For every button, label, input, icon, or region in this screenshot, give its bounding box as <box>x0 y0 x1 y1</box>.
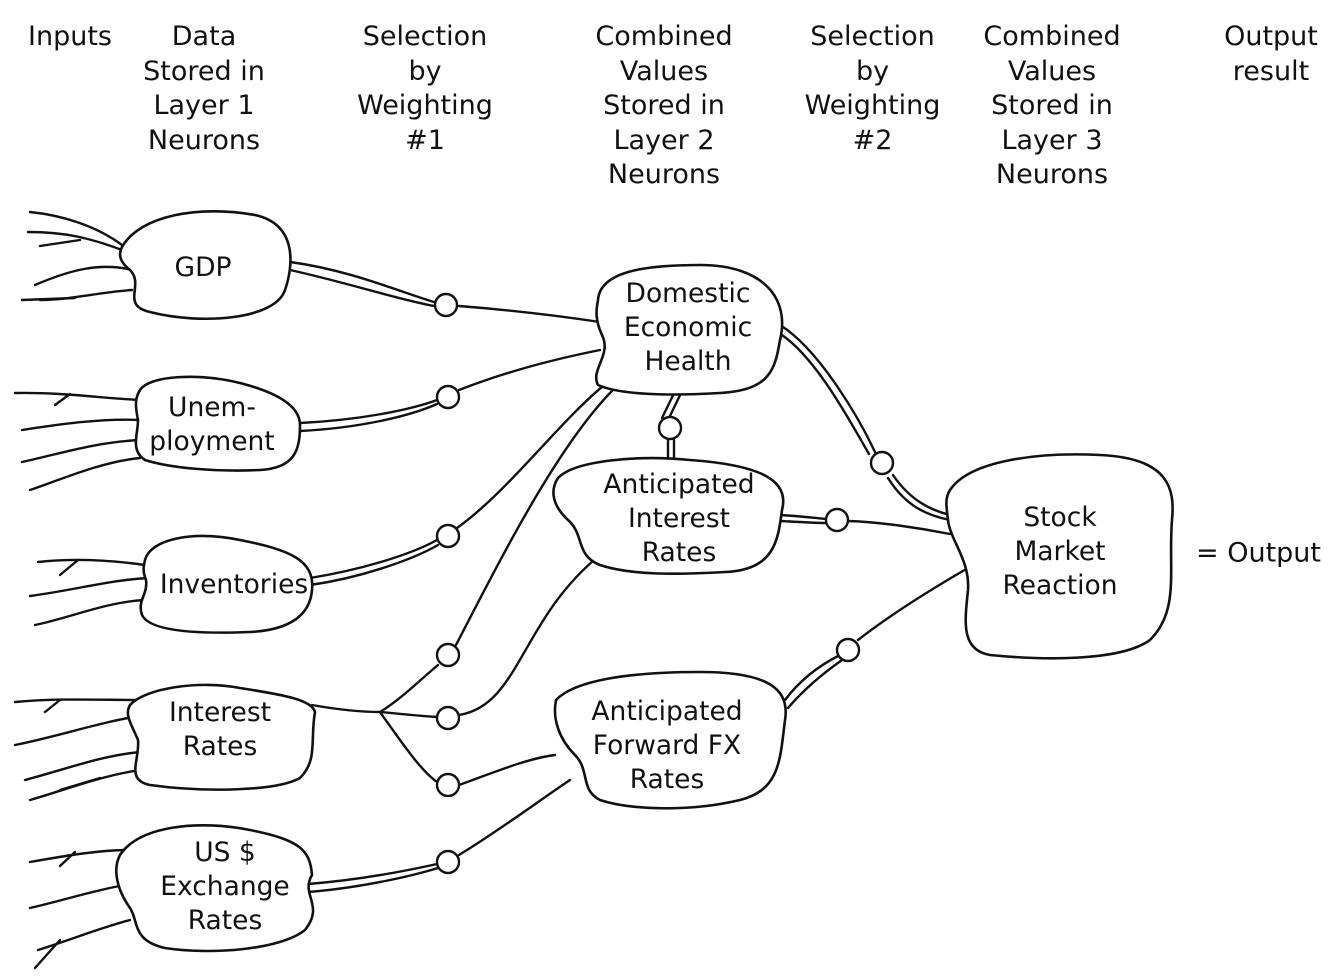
synapses <box>433 292 895 875</box>
neuron-unemployment: Unem- ployment <box>149 392 275 457</box>
neuron-interest-rates: Interest Rates <box>168 697 272 762</box>
neuron-stock-market-reaction: Stock Market Reaction <box>1002 502 1118 601</box>
output-label: = Output <box>1196 537 1321 569</box>
header-layer1: Data Stored in Layer 1 Neurons <box>143 21 265 156</box>
neuron-us-exchange-rates: US $ Exchange Rates <box>160 837 290 936</box>
neuron-anticipated-forward-fx-rates: Anticipated Forward FX Rates <box>591 696 743 795</box>
connections-weighting-2 <box>660 323 970 710</box>
input-dendrites <box>13 210 150 970</box>
header-layer2: Combined Values Stored in Layer 2 Neuron… <box>595 21 733 190</box>
neuron-shapes <box>115 209 1174 953</box>
neuron-inventories: Inventories <box>159 569 309 600</box>
connections-weighting-1 <box>288 260 620 894</box>
header-weighting1: Selection by Weighting #1 <box>357 21 493 156</box>
header-inputs: Inputs <box>28 21 112 52</box>
neuron-gdp: GDP <box>174 252 232 283</box>
header-weighting2: Selection by Weighting #2 <box>804 21 941 156</box>
neuron-anticipated-interest-rates: Anticipated Interest Rates <box>603 469 755 568</box>
header-output: Output result <box>1224 21 1318 87</box>
neuron-domestic-economic-health: Domestic Economic Health <box>623 278 753 377</box>
header-layer3: Combined Values Stored in Layer 3 Neuron… <box>983 21 1121 190</box>
